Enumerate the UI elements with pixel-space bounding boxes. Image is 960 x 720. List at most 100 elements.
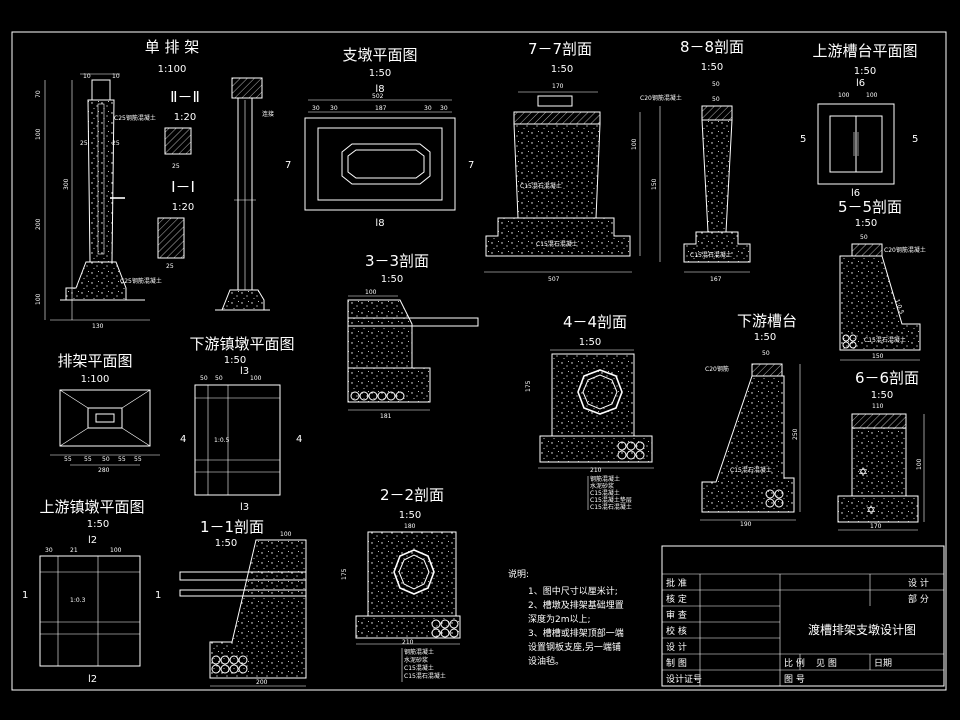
svg-text:水泥砂浆: 水泥砂浆 xyxy=(590,482,614,490)
svg-text:校 核: 校 核 xyxy=(666,625,687,637)
svg-text:设油毡。: 设油毡。 xyxy=(528,655,564,667)
svg-text:175: 175 xyxy=(525,380,532,392)
svg-text:110: 110 xyxy=(872,403,884,410)
svg-text:55: 55 xyxy=(134,456,142,463)
svg-text:3、槽槽或排架顶部一端: 3、槽槽或排架顶部一端 xyxy=(528,627,624,639)
sec-3-3: 3－3剖面 1:50 100 181 xyxy=(347,252,479,420)
svg-text:30: 30 xyxy=(330,105,338,112)
upstream-pier-plan: 上游镇墩平面图 1:50 l2 30 21 100 1:0.3 1 1 l2 xyxy=(22,498,161,685)
svg-text:7: 7 xyxy=(285,160,291,171)
svg-text:C15混石混凝土: C15混石混凝土 xyxy=(520,182,562,190)
svg-text:上游槽台平面图: 上游槽台平面图 xyxy=(812,42,917,60)
svg-text:1: 1 xyxy=(155,590,161,601)
svg-text:1:50: 1:50 xyxy=(551,64,573,75)
svg-text:55: 55 xyxy=(64,456,72,463)
svg-text:70: 70 xyxy=(35,90,42,98)
svg-text:设 计: 设 计 xyxy=(908,577,929,589)
svg-text:5: 5 xyxy=(800,134,806,145)
svg-text:5: 5 xyxy=(912,134,918,145)
svg-text:Ⅰ－Ⅰ: Ⅰ－Ⅰ xyxy=(171,178,195,196)
svg-text:l3: l3 xyxy=(240,366,249,377)
svg-text:1:50: 1:50 xyxy=(701,62,723,73)
svg-text:C15混石混凝土: C15混石混凝土 xyxy=(536,240,578,248)
svg-text:上游镇墩平面图: 上游镇墩平面图 xyxy=(39,498,144,516)
svg-text:50: 50 xyxy=(215,375,223,382)
svg-text:1:50: 1:50 xyxy=(855,218,877,229)
upstream-trough-plan: 上游槽台平面图 1:50 l6 100 100 5 5 l6 xyxy=(800,42,918,199)
svg-text:l2: l2 xyxy=(88,674,97,685)
downstream-trough: 下游槽台 1:50 50 C20钢筋 C15混石混凝土 190 250 xyxy=(700,312,801,528)
svg-text:300: 300 xyxy=(63,178,70,190)
svg-text:下游镇墩平面图: 下游镇墩平面图 xyxy=(189,335,294,353)
svg-text:4－4剖面: 4－4剖面 xyxy=(563,313,627,331)
svg-text:✡: ✡ xyxy=(858,465,868,479)
svg-text:150: 150 xyxy=(651,178,658,190)
svg-text:6－6剖面: 6－6剖面 xyxy=(855,369,919,387)
svg-text:4: 4 xyxy=(180,434,186,445)
single-frame-label-1: C25钢筋混凝土 xyxy=(114,114,156,122)
svg-text:✡: ✡ xyxy=(866,503,876,517)
svg-text:8－8剖面: 8－8剖面 xyxy=(680,38,744,56)
title-block: 批 准 核 定 审 查 校 核 设 计 制 图 设计证号 设 计 部 分 渡槽排… xyxy=(661,545,945,687)
svg-text:100: 100 xyxy=(365,289,377,296)
svg-text:50: 50 xyxy=(102,456,110,463)
svg-text:100: 100 xyxy=(280,531,292,538)
svg-text:审 查: 审 查 xyxy=(666,609,687,621)
svg-text:1:50: 1:50 xyxy=(754,332,776,343)
svg-text:C20钢筋混凝土: C20钢筋混凝土 xyxy=(884,246,926,254)
svg-text:502: 502 xyxy=(372,93,384,100)
drawing-title: 渡槽排架支墩设计图 xyxy=(808,622,916,637)
svg-text:1:50: 1:50 xyxy=(381,274,403,285)
svg-text:100: 100 xyxy=(631,138,638,150)
svg-text:10: 10 xyxy=(83,73,91,80)
sec-7-7: 7－7剖面 1:50 170 507 C15混石混凝土 C15混石混凝土 100 xyxy=(484,40,641,283)
svg-text:100: 100 xyxy=(35,293,42,305)
svg-text:批 准: 批 准 xyxy=(666,577,687,589)
svg-text:C15混石混凝土: C15混石混凝土 xyxy=(730,466,772,474)
svg-text:C15混凝土: C15混凝土 xyxy=(590,489,620,497)
svg-text:C15混凝土垫层: C15混凝土垫层 xyxy=(590,496,632,504)
svg-text:7－7剖面: 7－7剖面 xyxy=(528,40,592,58)
svg-text:C15混石混凝土: C15混石混凝土 xyxy=(404,672,446,680)
svg-text:25: 25 xyxy=(112,140,120,147)
single-frame-title: 单 排 架 xyxy=(145,38,200,56)
svg-text:100: 100 xyxy=(916,458,923,470)
notes-heading: 说明: xyxy=(508,568,529,580)
svg-text:图 号: 图 号 xyxy=(784,674,805,685)
svg-text:5－5剖面: 5－5剖面 xyxy=(838,198,902,216)
svg-text:1:0.5: 1:0.5 xyxy=(893,298,905,315)
svg-text:l3: l3 xyxy=(240,502,249,513)
sec-1-1: 1－1剖面 1:50 200 100 xyxy=(179,518,307,687)
svg-text:100: 100 xyxy=(838,92,850,99)
svg-text:21: 21 xyxy=(70,547,78,554)
svg-text:深度为2m以上;: 深度为2m以上; xyxy=(528,613,591,625)
svg-text:1:50: 1:50 xyxy=(369,68,391,79)
svg-text:200: 200 xyxy=(35,218,42,230)
svg-text:1:50: 1:50 xyxy=(399,510,421,521)
svg-text:1:100: 1:100 xyxy=(81,374,110,385)
svg-text:150: 150 xyxy=(872,353,884,360)
sec-2-2: 2－2剖面 1:50 180 175 210 钢筋混凝土 水泥砂浆 C15混凝土… xyxy=(341,486,461,682)
svg-text:连接: 连接 xyxy=(262,110,274,118)
svg-text:50: 50 xyxy=(762,350,770,357)
svg-text:部 分: 部 分 xyxy=(908,593,929,605)
svg-text:25: 25 xyxy=(166,263,174,270)
svg-text:55: 55 xyxy=(84,456,92,463)
single-frame-view: 单 排 架 1:100 C25钢筋混凝土 C25钢筋混凝土 10 10 70 1… xyxy=(35,38,199,330)
svg-text:210: 210 xyxy=(402,639,414,646)
svg-text:下游槽台: 下游槽台 xyxy=(737,312,797,330)
svg-text:187: 187 xyxy=(375,105,387,112)
svg-text:2、槽墩及排架基础埋置: 2、槽墩及排架基础埋置 xyxy=(528,599,624,611)
svg-text:钢筋混凝土: 钢筋混凝土 xyxy=(590,475,620,483)
svg-text:25: 25 xyxy=(172,163,180,170)
svg-text:1: 1 xyxy=(22,590,28,601)
svg-text:1、图中尺寸以厘米计;: 1、图中尺寸以厘米计; xyxy=(528,585,618,597)
svg-text:30: 30 xyxy=(424,105,432,112)
sec-1-1-small: Ⅰ－Ⅰ 1:20 25 xyxy=(157,178,195,270)
svg-text:1:20: 1:20 xyxy=(174,112,196,123)
pier-plan: 支墩平面图 1:50 l8 502 30 30 187 30 30 7 7 l8 xyxy=(285,46,474,229)
frame-plan: 排架平面图 1:100 55 55 50 55 55 280 xyxy=(50,352,160,474)
svg-text:100: 100 xyxy=(250,375,262,382)
svg-text:100: 100 xyxy=(110,547,122,554)
